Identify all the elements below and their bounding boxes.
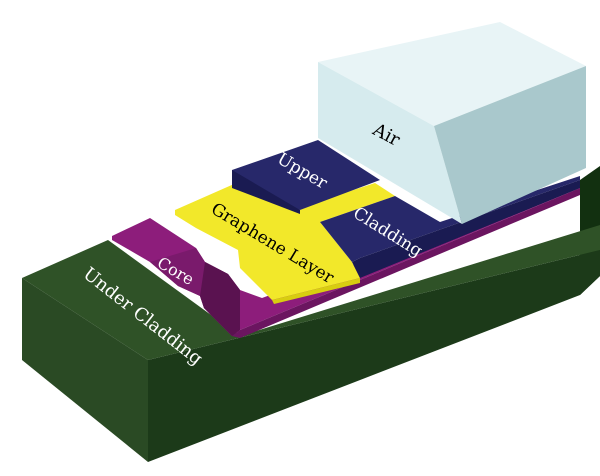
under-cladding-block bbox=[22, 166, 600, 462]
graphene-edge bbox=[272, 278, 360, 304]
air-side bbox=[434, 66, 586, 224]
core-slab bbox=[112, 182, 580, 338]
core-slab-edge bbox=[232, 188, 580, 338]
air-block bbox=[318, 22, 586, 224]
under-cladding-top bbox=[22, 225, 600, 360]
upper-left-front bbox=[232, 170, 300, 214]
upper-right-front bbox=[352, 180, 580, 278]
under-cladding-left-face bbox=[22, 278, 148, 462]
under-cladding-front bbox=[148, 250, 600, 462]
core-ridge-shade bbox=[200, 262, 240, 336]
upper-cladding-left bbox=[232, 140, 380, 214]
graphene-layer bbox=[175, 183, 395, 304]
graphene-top bbox=[175, 183, 395, 300]
air-top bbox=[318, 22, 586, 126]
air-front bbox=[318, 62, 462, 224]
